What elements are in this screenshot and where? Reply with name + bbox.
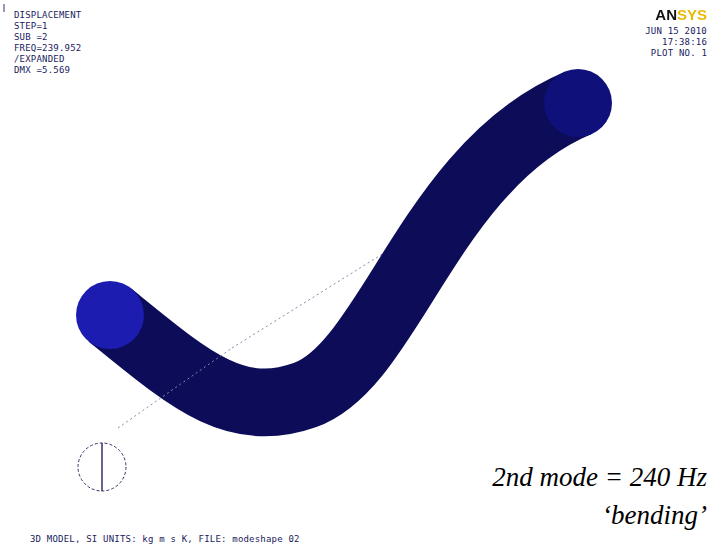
plot-date: JUN 15 2010 [645,26,707,36]
substep-info: SUB =2 [14,32,48,42]
result-heading: DISPLACEMENT [14,10,81,20]
axis-triad [78,443,126,491]
frequency-info: FREQ=239.952 [14,43,81,53]
software-logo: ANSYS [655,6,707,23]
mode-caption: 2nd mode = 240 Hz [492,462,707,493]
corner-tick [4,4,5,12]
axis-triad [101,443,103,491]
undeformed-outline [118,348,232,428]
step-info: STEP=1 [14,21,48,31]
bent-tube [110,103,578,403]
mode-type: ‘bending’ [602,500,707,531]
plot-time: 17:38:16 [662,37,707,47]
model-info: 3D MODEL, SI UNITS: kg m s K, FILE: mode… [30,534,300,544]
tube-end [544,69,612,137]
max-displacement: DMX =5.569 [14,65,70,75]
tube-end [76,281,144,349]
plot-number: PLOT NO. 1 [651,48,707,58]
expansion-info: /EXPANDED [14,54,65,64]
